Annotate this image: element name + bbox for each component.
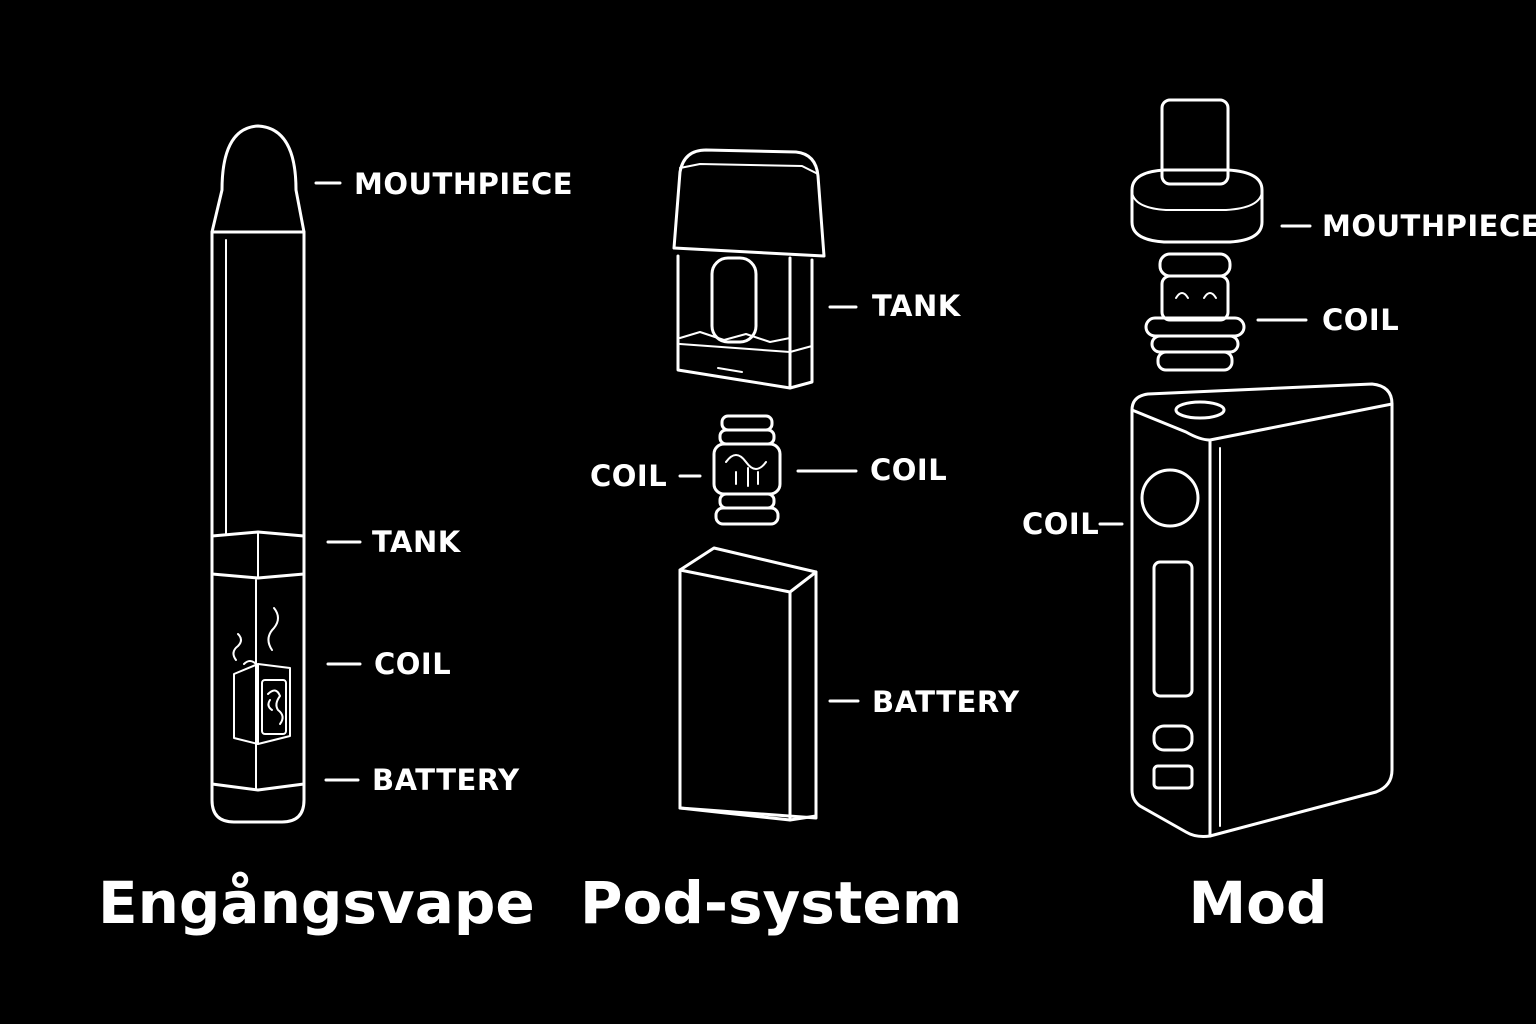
disposable-battery-label: BATTERY — [372, 763, 520, 797]
pod-tank-label: TANK — [872, 289, 961, 323]
disposable-mouthpiece-label: MOUTHPIECE — [354, 167, 574, 201]
mod-coil-top-label: COIL — [1322, 303, 1400, 337]
disposable-mouthpiece-shape — [210, 124, 306, 234]
disposable-vape-drawing — [210, 124, 306, 824]
disposable-tank-label: TANK — [372, 525, 461, 559]
mod-drawing — [1130, 98, 1394, 838]
mod-fire-button-shape — [1140, 468, 1200, 528]
disposable-body-shape — [210, 230, 306, 824]
mod-drip-tip-shape — [1160, 98, 1230, 186]
mod-coil-side-label: COIL — [1022, 507, 1100, 541]
pod-title: Pod-system — [580, 869, 963, 937]
disposable-title: Engångsvape — [98, 869, 535, 937]
mod-box-shape — [1130, 382, 1394, 838]
pod-mouthpiece-shape — [672, 148, 826, 258]
pod-coil-shape — [712, 414, 782, 526]
disposable-coil-label: COIL — [374, 647, 452, 681]
pod-battery-shape — [678, 546, 818, 820]
mod-screen-shape — [1152, 560, 1194, 698]
pod-coil-right-label: COIL — [870, 453, 948, 487]
pod-tank-shape — [676, 254, 814, 390]
mod-title: Mod — [1188, 869, 1328, 937]
mod-mouthpiece-label: MOUTHPIECE — [1322, 209, 1536, 243]
pod-coil-left-label: COIL — [590, 459, 668, 493]
mod-mouthpiece-shape — [1130, 168, 1264, 244]
pod-battery-label: BATTERY — [872, 685, 1020, 719]
mod-coil-shape — [1144, 252, 1246, 372]
pod-system-drawing — [672, 148, 826, 822]
